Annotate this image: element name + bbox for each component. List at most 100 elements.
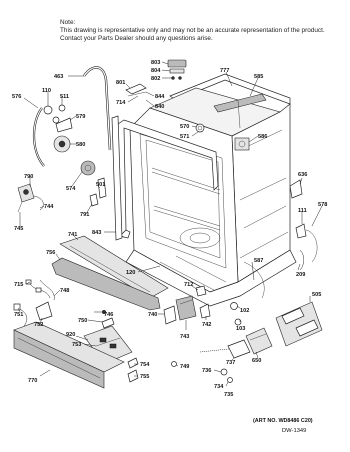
part-750 [101,317,115,329]
panel-756 [51,257,161,311]
fill-funnel [289,179,303,199]
callout-735: 735 [224,392,233,398]
callout-737: 737 [226,360,235,366]
callout-920: 920 [66,332,75,338]
callout-574: 574 [66,186,76,192]
part-712 [195,285,207,297]
harness-left [25,279,55,301]
callout-111: 111 [298,208,307,214]
part-755 [127,369,139,383]
drain-hose-463 [83,66,112,151]
callout-790: 790 [24,174,33,180]
leader-lines [17,61,323,387]
callout-744: 744 [44,204,54,210]
part-102 [230,302,238,310]
valve-wire [33,195,44,211]
callout-748: 748 [60,288,69,294]
drawing-id: DW-1349 [282,428,307,434]
callout-742: 742 [202,322,211,328]
part-742 [199,303,211,319]
callout-578: 578 [318,202,327,208]
callout-579: 579 [76,114,85,120]
callout-736: 736 [202,368,211,374]
side-trim [111,115,123,241]
part-501 [97,177,107,199]
callout-712: 712 [184,282,193,288]
panel-770 [13,321,125,389]
callout-750: 750 [78,318,87,324]
part-103 [234,318,242,326]
heater-505 [275,301,323,347]
callout-209: 209 [296,272,305,278]
callout-777: 777 [220,68,229,74]
bracket-579 [55,117,73,133]
pump-580 [53,135,71,153]
callout-755: 755 [140,374,149,380]
hose-587 [243,261,265,299]
callout-120: 120 [126,270,135,276]
callout-770: 770 [28,378,37,384]
part-749 [171,361,177,367]
callout-740: 740 [148,312,157,318]
callout-576: 576 [12,94,21,100]
toe-kick-741 [59,235,169,299]
part-740 [163,305,177,325]
power-cord-right [299,249,304,271]
hose-coupling [295,223,318,263]
inlet-valve [17,183,35,213]
callout-804: 804 [151,68,161,74]
callout-102: 102 [240,308,249,314]
callout-585: 585 [254,74,263,80]
callout-636: 636 [298,172,307,178]
harness-751 [13,303,28,327]
note-heading: Note: [60,19,76,26]
callout-844: 844 [155,94,165,100]
dispenser [234,137,250,151]
callout-734: 734 [214,384,224,390]
part-754 [127,357,139,369]
callout-586: 586 [258,134,267,140]
callout-756: 756 [46,250,55,256]
callout-650: 650 [252,358,261,364]
callout-745: 745 [14,226,23,232]
callout-802: 802 [151,76,160,82]
note-contact: Contact your Parts Dealer should any que… [60,35,213,43]
callout-791: 791 [80,212,89,218]
screw-748 [101,309,107,315]
top-bracket [125,59,187,97]
callout-803: 803 [151,60,160,66]
callout-754: 754 [140,362,150,368]
tub-assembly [125,73,297,307]
callout-103: 103 [236,326,245,332]
note-disclaimer: This drawing is representative only and … [60,27,325,35]
door-gasket [117,119,219,239]
callout-714: 714 [116,100,126,106]
callout-743: 743 [180,334,189,340]
callout-715: 715 [14,282,23,288]
callout-571: 571 [180,134,189,140]
hose-clamps [43,104,66,124]
callout-752: 752 [34,322,43,328]
part-791 [89,193,99,207]
callout-843: 843 [92,230,101,236]
motor-574 [80,160,96,176]
callout-840: 840 [155,104,164,110]
part-752 [35,301,53,321]
callout-801: 801 [116,80,125,86]
callout-751: 751 [14,312,23,318]
callout-501: 501 [96,182,105,188]
callout-580: 580 [76,142,85,148]
vent-assembly [195,123,205,133]
callout-511: 511 [60,94,69,100]
callout-labels: 463 576 110 511 579 580 790 574 745 744 … [12,60,327,398]
callout-741: 741 [68,232,77,238]
hose-576 [33,107,45,167]
controller-743 [175,295,197,321]
motor-650 [245,327,273,355]
callout-110: 110 [42,88,51,94]
callout-463: 463 [54,74,63,80]
callout-753: 753 [72,342,81,348]
callout-505: 505 [312,292,321,298]
upper-spray-arm [213,93,267,129]
